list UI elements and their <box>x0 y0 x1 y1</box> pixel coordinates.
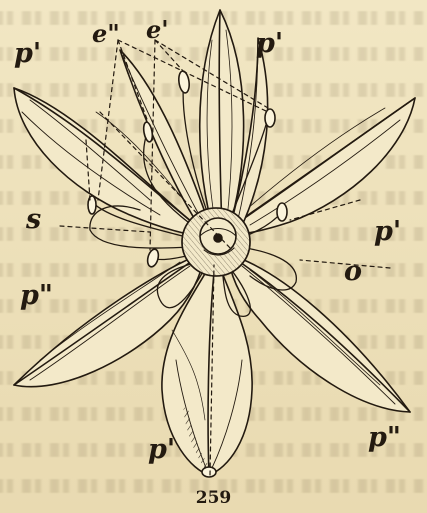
label-p-prime-top-right: p' <box>256 30 283 57</box>
ovary <box>182 208 250 276</box>
label-p-double-prime-bottom-right: p" <box>368 424 401 451</box>
label-e-prime: e' <box>146 18 169 42</box>
label-p-prime-right: p' <box>374 218 401 245</box>
petal-lower-right <box>228 254 410 412</box>
label-s: s <box>26 206 41 233</box>
label-p-prime-top-left: p' <box>14 40 41 67</box>
figure-number: 259 <box>0 488 427 508</box>
label-e-double-prime: e" <box>92 22 120 46</box>
label-o: o <box>344 258 362 285</box>
label-p-double-prime-left: p" <box>20 282 53 309</box>
label-p-prime-bottom: p' <box>148 436 175 463</box>
